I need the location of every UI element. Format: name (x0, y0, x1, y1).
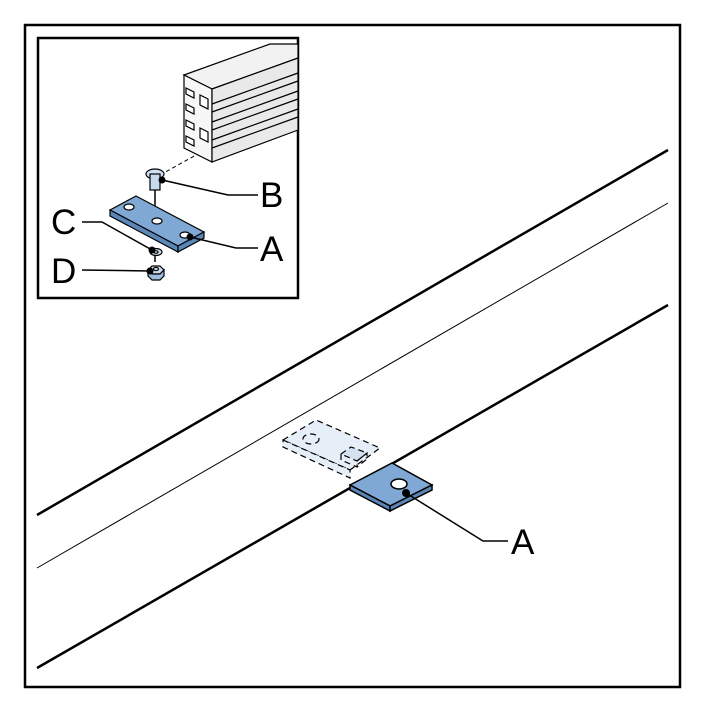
rail-extrusion (182, 43, 299, 163)
nut-d (147, 265, 165, 281)
label-c: C (51, 203, 76, 242)
label-d: D (51, 252, 76, 291)
plate-hidden-outline (281, 419, 382, 479)
leader-d (81, 267, 154, 275)
leader-c (82, 221, 156, 254)
plate-a-inset (108, 195, 206, 254)
outer-frame (23, 23, 682, 689)
plate-a (348, 462, 434, 513)
label-a-main: A (511, 523, 535, 562)
label-a-inset: A (260, 230, 284, 269)
leader-a-main (402, 489, 508, 542)
label-b: B (260, 176, 283, 215)
leader-a-inset (186, 233, 258, 249)
leader-b (158, 176, 258, 196)
